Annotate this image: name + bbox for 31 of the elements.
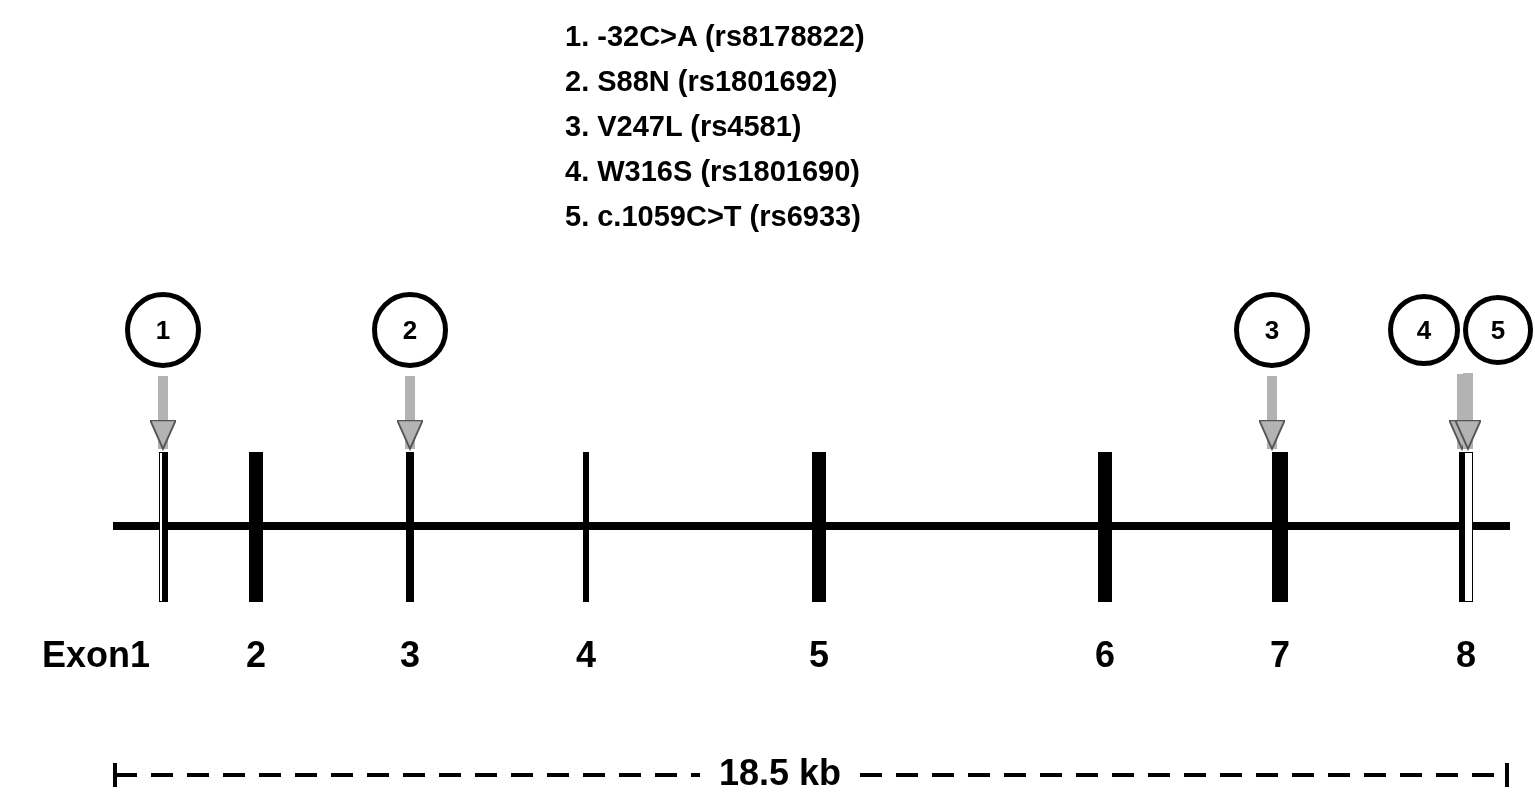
exon-bar (1098, 452, 1112, 602)
exon-bar (158, 452, 168, 602)
exon-bar (406, 452, 414, 602)
exon-label: 2 (246, 637, 266, 673)
variant-number: 4 (1416, 313, 1432, 347)
variant-list-item: 1. -32C>A (rs8178822) (565, 19, 865, 54)
variant-list-item: 5. c.1059C>T (rs6933) (565, 199, 862, 234)
variant-list-item: 2. S88N (rs1801692) (565, 64, 839, 99)
arrow (1454, 373, 1482, 450)
exon-bar (1459, 452, 1473, 602)
exon-label: Exon1 (42, 637, 150, 673)
dimension-label: 18.5 kb (718, 755, 842, 791)
variant-number: 1 (155, 313, 171, 347)
exon-label: 6 (1095, 637, 1115, 673)
exon-bar (249, 452, 263, 602)
arrow (1258, 376, 1286, 450)
exon-bar (1272, 452, 1288, 602)
exon-bar (812, 452, 826, 602)
exon-label: 7 (1270, 637, 1290, 673)
variant-number: 3 (1264, 313, 1280, 347)
variant-list-item: 4. W316S (rs1801690) (565, 154, 862, 189)
arrow (149, 376, 177, 450)
exon-label: 5 (809, 637, 829, 673)
exon-label: 3 (400, 637, 420, 673)
variant-list-item: 3. V247L (rs4581) (565, 109, 803, 144)
exon-label: 4 (576, 637, 596, 673)
exon-bar (583, 452, 589, 602)
variant-number: 2 (402, 313, 418, 347)
arrow (396, 376, 424, 450)
variant-number: 5 (1490, 313, 1506, 347)
exon-label: 8 (1456, 637, 1476, 673)
